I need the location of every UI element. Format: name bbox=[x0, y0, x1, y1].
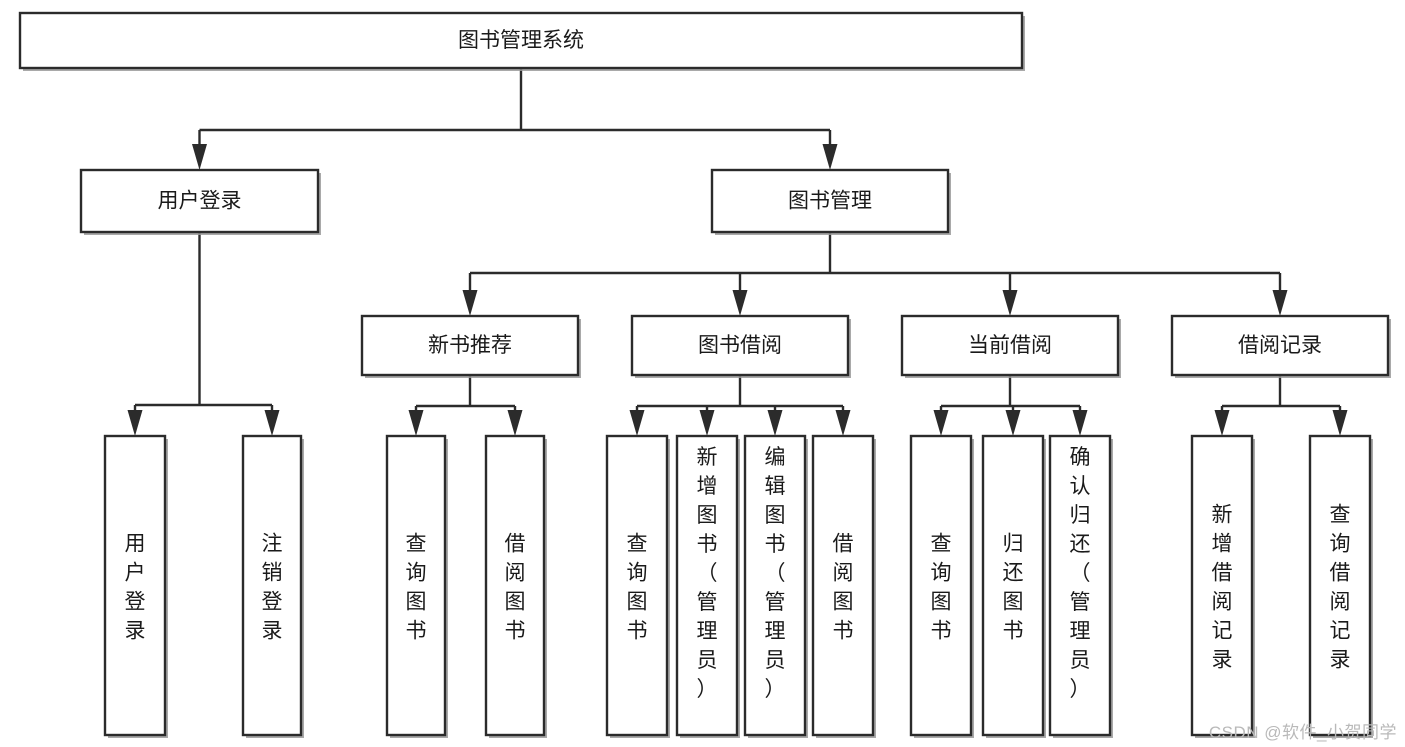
arrow-head-icon bbox=[1005, 410, 1021, 436]
arrow-head-icon bbox=[1272, 290, 1288, 316]
arrow-head-icon bbox=[507, 410, 523, 436]
node-box[interactable] bbox=[710, 168, 950, 234]
node-box[interactable] bbox=[811, 434, 875, 737]
node-label: 用户登录 bbox=[125, 533, 146, 643]
arrow-head-icon bbox=[629, 410, 645, 436]
node-newbook[interactable]: 新书推荐 bbox=[360, 314, 581, 378]
connector-group-borrow bbox=[629, 375, 851, 436]
arrow-head-icon bbox=[264, 410, 280, 436]
node-root[interactable]: 图书管理系统 bbox=[18, 11, 1025, 71]
node-l_logout[interactable]: 注销登录 bbox=[241, 434, 304, 738]
node-box[interactable] bbox=[1190, 434, 1254, 737]
node-box[interactable] bbox=[484, 434, 546, 737]
node-bookmgmt[interactable]: 图书管理 bbox=[710, 168, 951, 235]
node-c_confirm[interactable]: 确认归还（管理员） bbox=[1048, 434, 1113, 738]
node-label: 借阅记录 bbox=[1238, 334, 1322, 357]
node-borrow[interactable]: 图书借阅 bbox=[630, 314, 851, 378]
node-box[interactable] bbox=[360, 314, 580, 377]
node-box[interactable] bbox=[900, 314, 1120, 377]
node-label: 查询图书 bbox=[931, 533, 952, 643]
arrow-head-icon bbox=[732, 290, 748, 316]
node-b_edit[interactable]: 编辑图书（管理员） bbox=[743, 434, 808, 738]
arrow-head-icon bbox=[1332, 410, 1348, 436]
node-b_query[interactable]: 查询图书 bbox=[605, 434, 670, 738]
node-box[interactable] bbox=[605, 434, 669, 737]
node-layer: 图书管理系统用户登录图书管理新书推荐图书借阅当前借阅借阅记录用户登录注销登录查询… bbox=[18, 11, 1391, 738]
node-box[interactable] bbox=[18, 11, 1024, 70]
node-login[interactable]: 用户登录 bbox=[79, 168, 321, 235]
node-box[interactable] bbox=[909, 434, 973, 737]
arrow-head-icon bbox=[1072, 410, 1088, 436]
node-label: 新书推荐 bbox=[428, 334, 512, 357]
node-r_add[interactable]: 新增借阅记录 bbox=[1190, 434, 1255, 738]
node-box[interactable] bbox=[103, 434, 167, 737]
node-label: 查询图书 bbox=[406, 533, 427, 643]
node-b_borrow[interactable]: 借阅图书 bbox=[811, 434, 876, 738]
connector-group-newbook bbox=[408, 375, 523, 436]
node-box[interactable] bbox=[79, 168, 320, 234]
connector-group-records bbox=[1214, 375, 1348, 436]
node-label: 新增图书（管理员） bbox=[697, 446, 718, 701]
node-label: 编辑图书（管理员） bbox=[765, 446, 786, 701]
connector-group-current bbox=[933, 375, 1088, 436]
node-b_add[interactable]: 新增图书（管理员） bbox=[675, 434, 740, 738]
node-n_query[interactable]: 查询图书 bbox=[385, 434, 448, 738]
node-label: 当前借阅 bbox=[968, 334, 1052, 357]
arrow-head-icon bbox=[822, 144, 838, 170]
arrow-head-icon bbox=[127, 410, 143, 436]
node-label: 查询借阅记录 bbox=[1330, 504, 1351, 672]
arrow-head-icon bbox=[835, 410, 851, 436]
node-label: 确认归还（管理员） bbox=[1070, 446, 1091, 701]
node-c_query[interactable]: 查询图书 bbox=[909, 434, 974, 738]
node-label: 新增借阅记录 bbox=[1212, 504, 1233, 672]
node-records[interactable]: 借阅记录 bbox=[1170, 314, 1391, 378]
node-box[interactable] bbox=[1170, 314, 1390, 377]
node-n_borrow[interactable]: 借阅图书 bbox=[484, 434, 547, 738]
connector-group-root bbox=[192, 68, 838, 170]
node-label: 归还图书 bbox=[1003, 533, 1024, 643]
arrow-head-icon bbox=[933, 410, 949, 436]
node-box[interactable] bbox=[675, 434, 739, 737]
connector-group-login bbox=[127, 232, 280, 436]
arrow-head-icon bbox=[1002, 290, 1018, 316]
node-label: 图书管理 bbox=[788, 190, 872, 213]
node-label: 借阅图书 bbox=[505, 533, 526, 643]
arrow-head-icon bbox=[1214, 410, 1230, 436]
node-box[interactable] bbox=[1048, 434, 1112, 737]
arrow-head-icon bbox=[699, 410, 715, 436]
node-label: 图书管理系统 bbox=[458, 29, 584, 52]
connector-group-bookmgmt bbox=[462, 232, 1288, 316]
arrow-head-icon bbox=[462, 290, 478, 316]
node-label: 用户登录 bbox=[158, 190, 242, 213]
node-box[interactable] bbox=[743, 434, 807, 737]
node-c_return[interactable]: 归还图书 bbox=[981, 434, 1046, 738]
node-l_login[interactable]: 用户登录 bbox=[103, 434, 168, 738]
node-label: 图书借阅 bbox=[698, 334, 782, 357]
node-box[interactable] bbox=[385, 434, 447, 737]
node-r_query[interactable]: 查询借阅记录 bbox=[1308, 434, 1373, 738]
node-box[interactable] bbox=[1308, 434, 1372, 737]
node-label: 查询图书 bbox=[627, 533, 648, 643]
arrow-head-icon bbox=[767, 410, 783, 436]
arrow-head-icon bbox=[192, 144, 207, 170]
node-current[interactable]: 当前借阅 bbox=[900, 314, 1121, 378]
node-box[interactable] bbox=[981, 434, 1045, 737]
node-box[interactable] bbox=[241, 434, 303, 737]
arrow-head-icon bbox=[408, 410, 424, 436]
node-label: 注销登录 bbox=[262, 533, 283, 643]
edge-layer bbox=[127, 68, 1348, 436]
node-box[interactable] bbox=[630, 314, 850, 377]
node-label: 借阅图书 bbox=[833, 533, 854, 643]
